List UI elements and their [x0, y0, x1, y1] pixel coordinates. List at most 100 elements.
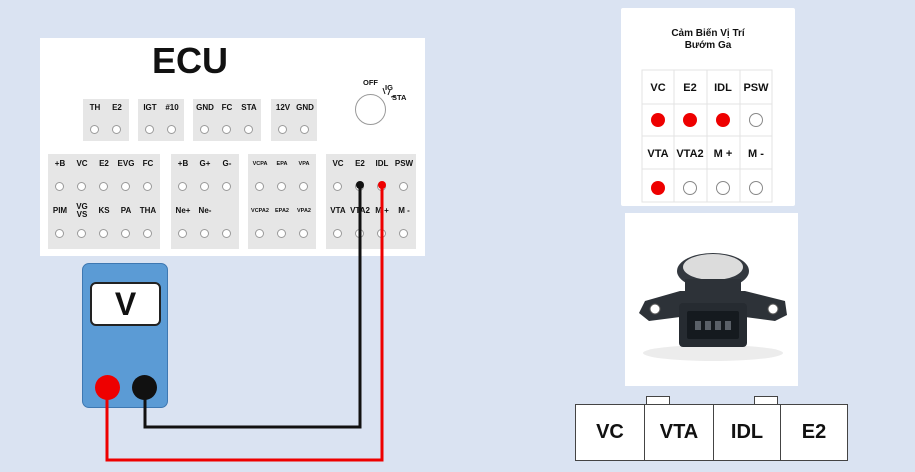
ecu-pin-label: TH — [89, 103, 101, 112]
ecu-pin-socket[interactable] — [121, 182, 130, 191]
tps-pin-inactive-dot — [749, 113, 763, 127]
ecu-pin-socket[interactable] — [90, 125, 99, 134]
ecu-pin-label: G+ — [199, 159, 211, 168]
ecu-pin-socket[interactable] — [355, 229, 364, 238]
ecu-pin-socket[interactable] — [355, 182, 364, 191]
ecu-pin-socket[interactable] — [277, 229, 286, 238]
ecu-pin-label: PSW — [394, 159, 414, 168]
ignition-sta-label: STA — [392, 93, 407, 102]
ecu-pin-socket[interactable] — [399, 182, 408, 191]
connector-pin-idl: IDL — [730, 421, 764, 443]
connector-key-vta — [646, 396, 670, 404]
grid-line — [83, 99, 129, 141]
ecu-pin-label: +B — [177, 159, 189, 168]
ecu-pin-label: VTA2 — [350, 206, 370, 215]
ecu-pin-label: VTA — [330, 206, 346, 215]
ecu-pin-socket[interactable] — [77, 229, 86, 238]
ecu-pin-socket[interactable] — [178, 229, 187, 238]
ecu-pin-socket[interactable] — [55, 182, 64, 191]
tps-pin-label: IDL — [714, 82, 732, 94]
ecu-pin-socket[interactable] — [99, 229, 108, 238]
tps-title-line1: Cảm Biến Vị Trí — [671, 28, 745, 39]
connector-divider — [713, 405, 714, 460]
ecu-pin-socket[interactable] — [299, 229, 308, 238]
ecu-pin-label: EPA2 — [275, 208, 289, 214]
tps-connector: VC VTA IDL E2 — [575, 404, 848, 461]
ecu-pin-label: VC — [76, 159, 88, 168]
ecu-pin-socket[interactable] — [200, 182, 209, 191]
connector-divider — [644, 405, 645, 460]
ecu-pin-socket[interactable] — [200, 229, 209, 238]
ecu-pin-socket[interactable] — [299, 182, 308, 191]
ecu-pin-socket[interactable] — [99, 182, 108, 191]
tps-sensor-icon — [639, 253, 787, 361]
ecu-pin-label: Ne- — [198, 206, 212, 215]
tps-title: Cảm Biến Vị Trí Bướm Ga — [621, 28, 795, 52]
ecu-pin-label: E2 — [355, 159, 365, 168]
ecu-pin-socket[interactable] — [222, 182, 231, 191]
ecu-pin-socket[interactable] — [244, 125, 253, 134]
tps-pin-inactive-dot — [716, 181, 730, 195]
tps-pin-label: VTA — [647, 148, 669, 160]
ecu-pin-socket[interactable] — [55, 229, 64, 238]
grid-line — [138, 99, 184, 141]
ecu-pin-socket[interactable] — [300, 125, 309, 134]
grid-line — [193, 99, 261, 141]
red-probe-jack[interactable] — [95, 375, 120, 400]
ecu-pin-label: IDL — [375, 159, 389, 168]
ecu-pin-label: 12V — [275, 103, 291, 112]
ignition-ig-label: IG — [385, 83, 393, 92]
connector-divider — [780, 405, 781, 460]
black-probe-jack[interactable] — [132, 375, 157, 400]
ecu-pin-label: PIM — [52, 206, 68, 215]
tps-title-line2: Bướm Ga — [684, 40, 732, 51]
ecu-pin-socket[interactable] — [143, 229, 152, 238]
ecu-pin-label: M + — [375, 206, 389, 215]
ecu-pin-socket[interactable] — [121, 229, 130, 238]
ecu-pin-socket[interactable] — [399, 229, 408, 238]
ecu-pin-label: STA — [241, 103, 257, 112]
ecu-pin-label: E2 — [99, 159, 109, 168]
ecu-pin-socket[interactable] — [222, 125, 231, 134]
ecu-pin-socket[interactable] — [255, 229, 264, 238]
ecu-pin-socket[interactable] — [145, 125, 154, 134]
tps-pin-label: E2 — [683, 82, 697, 94]
tps-pin-label: M - — [748, 148, 764, 160]
ecu-pin-socket[interactable] — [377, 182, 386, 191]
ecu-pin-label: IGT — [143, 103, 157, 112]
ignition-ticks-icon — [382, 87, 397, 98]
ecu-pin-label: VPA — [298, 161, 310, 167]
tps-pin-label: M + — [713, 148, 733, 160]
ecu-pin-label: VC — [332, 159, 344, 168]
ecu-pin-socket[interactable] — [278, 125, 287, 134]
ecu-pin-socket[interactable] — [277, 182, 286, 191]
tps-pin-inactive-dot — [749, 181, 763, 195]
ecu-pin-socket[interactable] — [333, 182, 342, 191]
multimeter-display: V — [90, 282, 161, 326]
ecu-pin-socket[interactable] — [112, 125, 121, 134]
ecu-pin-socket[interactable] — [222, 229, 231, 238]
ecu-pin-socket[interactable] — [167, 125, 176, 134]
ignition-switch[interactable] — [355, 94, 386, 125]
ecu-pin-socket[interactable] — [77, 182, 86, 191]
ecu-pin-socket[interactable] — [377, 229, 386, 238]
ecu-pin-socket[interactable] — [255, 182, 264, 191]
ecu-pin-socket[interactable] — [333, 229, 342, 238]
connector-pin-e2: E2 — [801, 421, 827, 443]
ecu-pin-label: FC — [221, 103, 233, 112]
ecu-pin-socket[interactable] — [178, 182, 187, 191]
ecu-pin-label: Ne+ — [175, 206, 191, 215]
ecu-pin-label: THA — [139, 206, 157, 215]
tps-pin-label: PSW — [743, 82, 769, 94]
ecu-pin-socket[interactable] — [200, 125, 209, 134]
ecu-pin-socket[interactable] — [143, 182, 152, 191]
ecu-pin-label: PA — [120, 206, 132, 215]
tps-pin-label: VTA2 — [676, 148, 704, 160]
tps-pin-active-dot — [651, 181, 665, 195]
grid-line — [271, 99, 317, 141]
connector-pin-vta: VTA — [659, 421, 699, 443]
ecu-pin-label: FC — [142, 159, 154, 168]
